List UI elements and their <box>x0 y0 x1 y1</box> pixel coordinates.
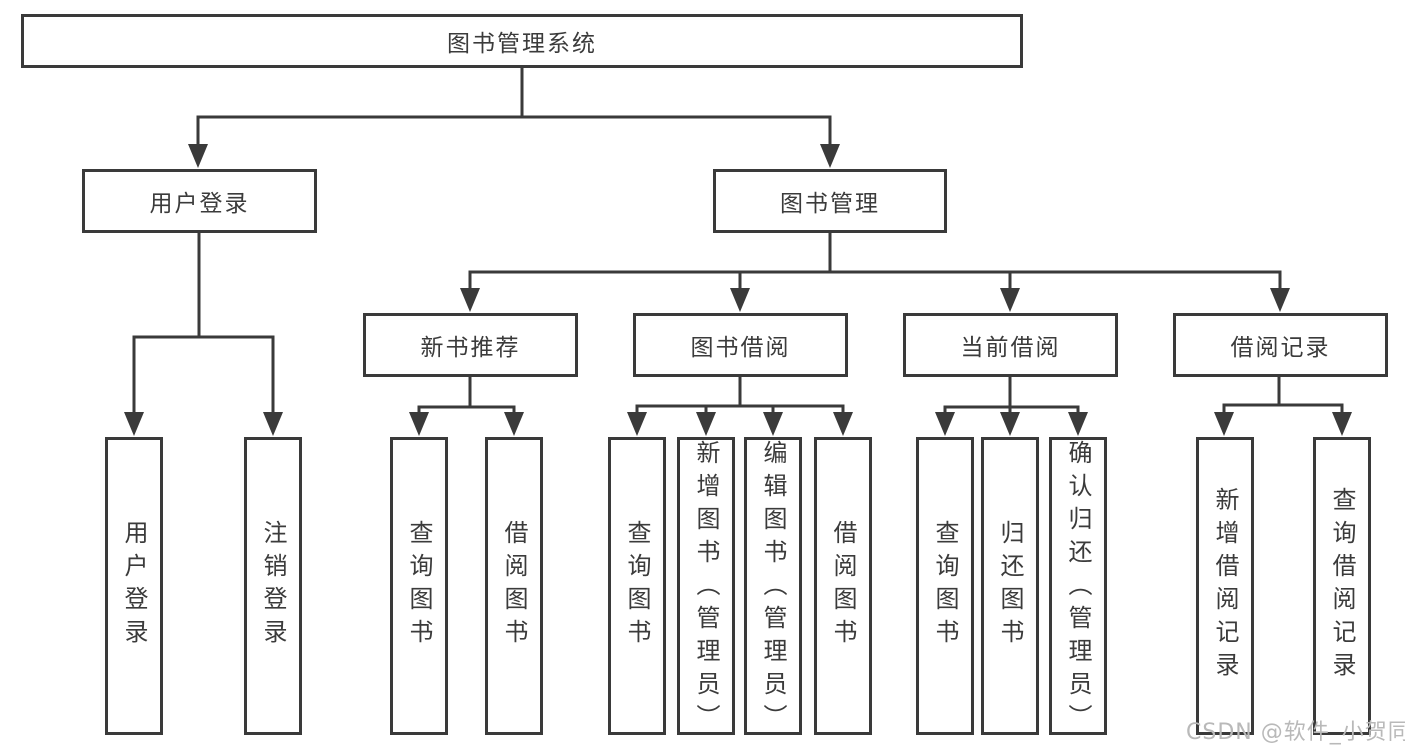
leaf-logout: 注销登录 <box>244 437 302 735</box>
node-current-borrow: 当前借阅 <box>903 313 1118 377</box>
connector-new-book-recommend-to-leaves <box>417 377 516 416</box>
node-library-management-system: 图书管理系统 <box>21 14 1023 68</box>
leaf-user-login: 用户登录 <box>105 437 163 735</box>
leaf-query-books-recommend: 查询图书 <box>390 437 448 735</box>
csdn-watermark: CSDN @软件_小贺同学 <box>1186 720 1405 745</box>
node-new-book-recommend: 新书推荐 <box>363 313 578 377</box>
leaf-edit-books-admin: 编辑图书（管理员） <box>744 437 802 737</box>
arrowheads <box>124 144 1352 436</box>
connector-root-to-level2 <box>196 68 832 148</box>
connector-user-login-to-leaves <box>132 233 275 416</box>
connector-book-borrow-to-leaves <box>635 377 845 416</box>
connector-current-borrow-to-leaves <box>943 377 1080 416</box>
leaf-return-books: 归还图书 <box>981 437 1039 735</box>
leaf-add-borrow-record: 新增借阅记录 <box>1196 437 1254 735</box>
leaf-query-books-borrow: 查询图书 <box>608 437 666 735</box>
leaf-add-books-admin: 新增图书（管理员） <box>677 437 735 737</box>
node-borrow-records: 借阅记录 <box>1173 313 1388 377</box>
leaf-borrow-books: 借阅图书 <box>814 437 872 735</box>
leaf-borrow-books-recommend: 借阅图书 <box>485 437 543 735</box>
leaf-query-books-current: 查询图书 <box>916 437 974 735</box>
node-user-login: 用户登录 <box>82 169 317 233</box>
node-book-management: 图书管理 <box>713 169 947 233</box>
connector-book-management-to-level3 <box>468 233 1282 292</box>
leaf-query-borrow-record: 查询借阅记录 <box>1313 437 1371 735</box>
leaf-confirm-return-admin: 确认归还（管理员） <box>1049 437 1107 737</box>
node-book-borrow: 图书借阅 <box>633 313 848 377</box>
connector-borrow-records-to-leaves <box>1222 377 1344 416</box>
